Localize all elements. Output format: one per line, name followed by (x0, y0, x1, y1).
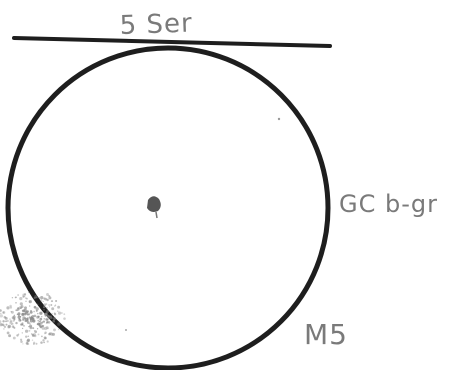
pencil-speck (278, 118, 280, 120)
field-edge-line (14, 38, 330, 46)
label-top: 5 Ser (119, 8, 193, 41)
label-bottom-right: M5 (304, 318, 348, 351)
field-of-view-circle (8, 48, 328, 368)
dot-tail (156, 212, 157, 218)
central-object-dot (147, 196, 161, 212)
smudge-mark (0, 292, 66, 345)
label-right: GC b-gr (339, 190, 438, 218)
pencil-speck (125, 329, 127, 331)
